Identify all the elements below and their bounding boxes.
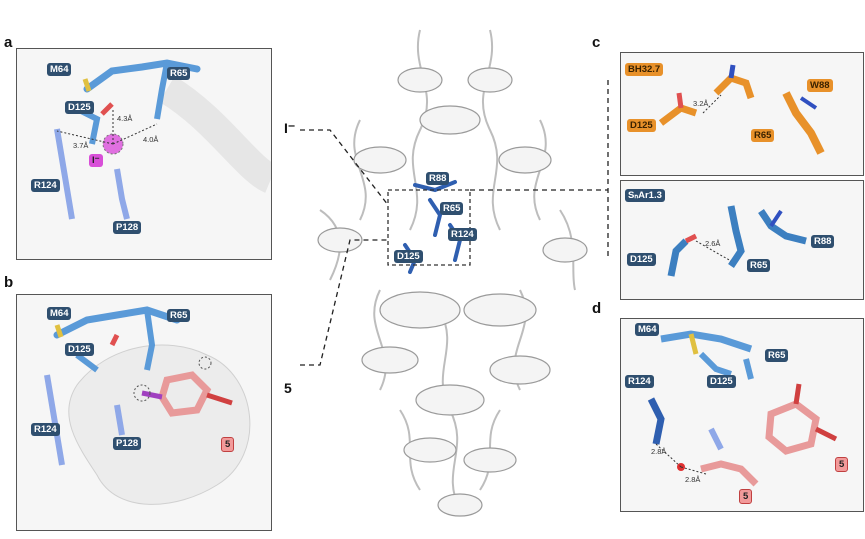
panel-letter-d: d [592, 300, 602, 317]
callout-ligand-5: 5 [284, 380, 292, 396]
protein-cartoon-structure [317, 29, 588, 517]
label-r65: R65 [765, 349, 789, 362]
label-m64: M64 [635, 323, 660, 336]
distance-label: 2.6Å [705, 239, 721, 248]
label-variant-snar1-3: SₙAr1.3 [625, 189, 665, 202]
label-r88: R88 [426, 172, 450, 185]
distance-label: 3.7Å [73, 141, 89, 150]
callout-iodide: I⁻ [284, 120, 296, 136]
label-m64: M64 [47, 63, 72, 76]
panel-letter-b: b [4, 274, 14, 291]
label-p128: P128 [113, 221, 142, 234]
panel-b-structure [44, 306, 251, 505]
panel-c-bh32-7: BH32.7 D125 R65 W88 3.2Å [620, 52, 864, 176]
panel-c-snar1-3: SₙAr1.3 D125 R65 R88 2.6Å [620, 180, 864, 300]
label-variant-bh32-7: BH32.7 [625, 63, 664, 76]
label-iodide: I⁻ [89, 154, 103, 167]
label-ligand-5: 5 [739, 489, 753, 504]
panel-b-ligand-site: M64 R65 D125 R124 P128 5 [16, 294, 272, 531]
panel-c-bottom-structure [667, 205, 807, 277]
label-m64: M64 [47, 307, 72, 320]
panel-d-ligand-binding: M64 R65 R124 D125 5 5 2.8Å 2.8Å [620, 318, 864, 512]
label-d125: D125 [65, 343, 94, 356]
panel-d-structure [647, 330, 838, 487]
label-w88: W88 [807, 79, 833, 92]
panel-letter-c: c [592, 34, 601, 51]
label-r124: R124 [31, 423, 60, 436]
panel-a-structure [54, 59, 271, 220]
label-r65: R65 [440, 202, 464, 215]
label-r65: R65 [747, 259, 771, 272]
label-r124: R124 [448, 228, 477, 241]
label-r88: R88 [811, 235, 835, 248]
label-ligand-5: 5 [835, 457, 849, 472]
label-d125: D125 [627, 253, 656, 266]
distance-label: 2.8Å [651, 447, 667, 456]
panel-c-top-structure [658, 64, 825, 155]
panel-letter-a: a [4, 34, 13, 51]
label-r65: R65 [751, 129, 775, 142]
label-r65: R65 [167, 67, 191, 80]
label-d125: D125 [627, 119, 656, 132]
label-d125: D125 [394, 250, 423, 263]
label-r124: R124 [625, 375, 654, 388]
panel-a-iodide-site: M64 R65 D125 R124 P128 I⁻ 4.3Å 3.7Å 4.0Å [16, 48, 272, 260]
label-d125: D125 [707, 375, 736, 388]
protein-cartoon: R88 R65 R124 D125 [300, 10, 600, 535]
distance-label: 2.8Å [685, 475, 701, 484]
distance-label: 4.0Å [143, 135, 159, 144]
distance-label: 3.2Å [693, 99, 709, 108]
label-p128: P128 [113, 437, 142, 450]
label-r65: R65 [167, 309, 191, 322]
label-ligand-5: 5 [221, 437, 235, 452]
label-r124: R124 [31, 179, 60, 192]
distance-label: 4.3Å [117, 114, 133, 123]
label-d125: D125 [65, 101, 94, 114]
